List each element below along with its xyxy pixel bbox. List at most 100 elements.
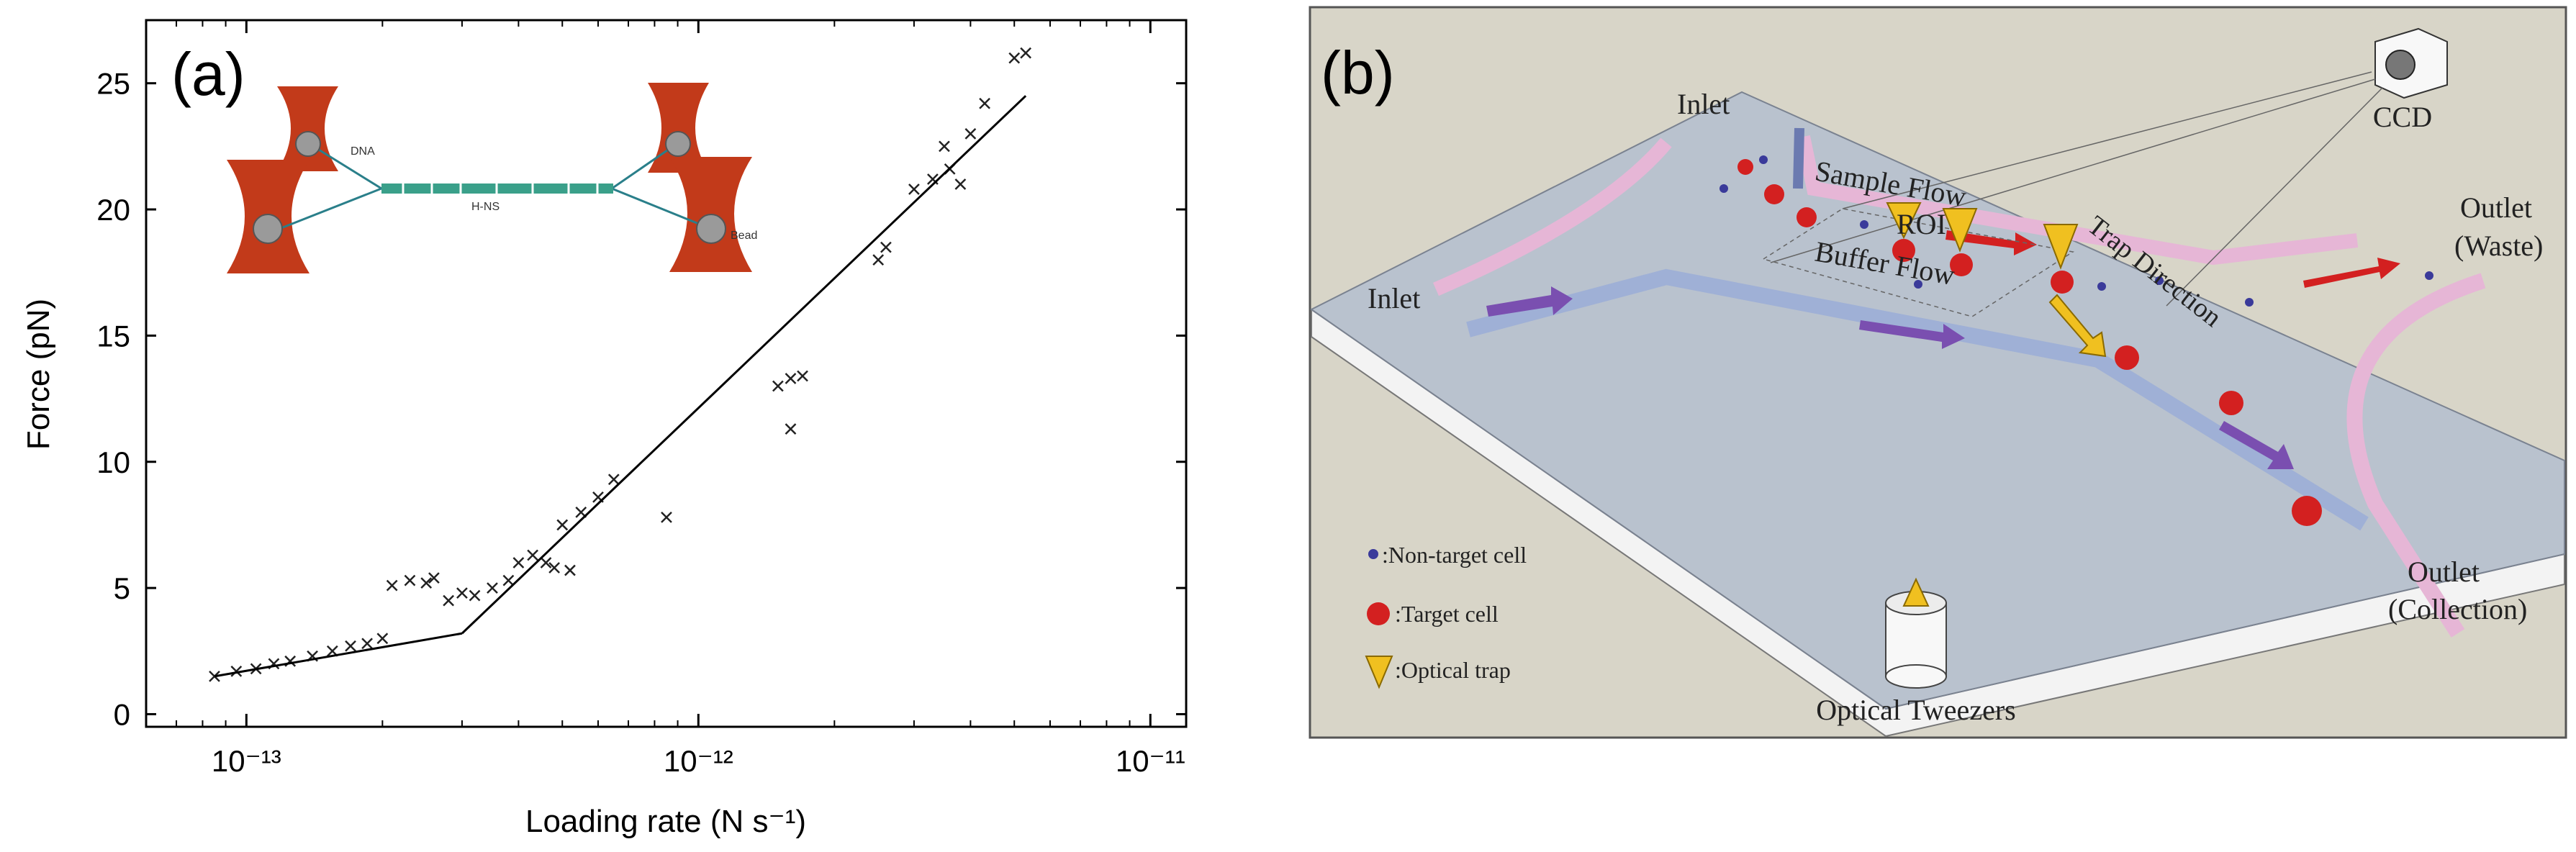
non-target-cell	[1860, 220, 1868, 229]
x-tick-label: 10⁻¹³	[212, 744, 281, 778]
optical-trap-icon	[2043, 224, 2079, 270]
data-point	[404, 574, 416, 586]
y-tick-label: 10	[96, 445, 130, 479]
roi-label: ROI	[1897, 208, 1946, 240]
data-point	[797, 370, 808, 382]
ccd-camera	[1770, 27, 2448, 307]
legend-non-target-icon	[1368, 549, 1378, 559]
panel-a-label: (a)	[171, 40, 245, 108]
y-tick-label: 15	[96, 319, 130, 353]
outlet-waste-sublabel: (Waste)	[2454, 230, 2543, 262]
channel-network	[1433, 127, 2486, 638]
sample-channel	[1796, 135, 2359, 266]
legend-target-label: :Target cell	[1395, 601, 1499, 627]
inset-hns-label: H-NS	[471, 201, 500, 213]
laser-beam-left-upper	[277, 86, 338, 171]
x-axis-label: Loading rate (N s⁻¹)	[525, 804, 806, 839]
panel-b-label: (b)	[1321, 39, 1395, 106]
arrow-waste-red	[2303, 258, 2400, 288]
non-target-cell	[2155, 276, 2164, 285]
non-target-cell	[2425, 271, 2433, 280]
legend: :Non-target cell :Target cell :Optical t…	[1365, 542, 1527, 689]
legend-non-target-label: :Non-target cell	[1382, 542, 1527, 568]
legend-trap-label: :Optical trap	[1395, 657, 1511, 683]
non-target-cell	[1914, 280, 1922, 289]
fit-line	[461, 95, 1027, 635]
arrow-left-purple	[1486, 286, 1573, 317]
inlet-left-upper-channel	[1433, 137, 1672, 296]
target-cell	[1764, 184, 1784, 204]
camera-lens-icon	[2385, 50, 2415, 80]
x-tick-label: 10⁻¹¹	[1116, 744, 1185, 778]
data-point	[345, 640, 356, 652]
y-tick-label: 0	[114, 697, 130, 731]
data-point	[939, 140, 950, 153]
cells	[1719, 155, 2433, 526]
arrow-sample-red	[1945, 230, 2037, 255]
data-point	[376, 633, 389, 645]
fit-line	[214, 632, 463, 678]
target-cell	[1892, 239, 1915, 262]
y-tick-label: 25	[96, 67, 130, 101]
legend-trap-icon	[1365, 656, 1393, 689]
target-cell	[2115, 345, 2139, 370]
target-cell	[1797, 207, 1817, 227]
data-point	[548, 562, 561, 574]
data-point	[502, 574, 515, 586]
arrow-buffer-purple	[1859, 320, 1965, 349]
x-tick-label: 10⁻¹²	[664, 744, 733, 778]
target-cell	[2219, 391, 2243, 415]
data-point	[785, 373, 797, 384]
ccd-label: CCD	[2373, 101, 2432, 133]
data-point	[230, 665, 243, 677]
data-point	[661, 512, 672, 523]
y-tick-label: 5	[114, 571, 130, 605]
target-cell	[1950, 253, 1973, 276]
bead-right-lower	[696, 214, 726, 244]
non-target-cell	[2097, 282, 2106, 291]
data-point	[964, 127, 977, 140]
data-point	[880, 241, 892, 253]
optical-tweezers-device	[1885, 577, 1947, 689]
y-axis-label: Force (pN)	[21, 299, 56, 450]
data-point	[361, 638, 373, 650]
data-point	[386, 579, 398, 592]
outlet-waste-label: Outlet	[2460, 191, 2532, 224]
inlet-top-label: Inlet	[1677, 88, 1730, 120]
arrow-trap-yellow	[2048, 294, 2107, 358]
non-target-cell	[2245, 298, 2254, 307]
laser-beam-right-upper	[648, 83, 709, 173]
panel-b: (b) CCD	[1309, 6, 2567, 739]
non-target-cell	[1719, 184, 1728, 193]
data-point	[527, 549, 539, 561]
data-point	[512, 557, 525, 568]
data-point	[607, 473, 620, 486]
optical-trap-icon	[1886, 202, 1922, 240]
arrow-collection-purple	[2219, 421, 2294, 469]
data-point	[954, 178, 967, 190]
data-point	[979, 97, 990, 109]
inlet-left-label: Inlet	[1368, 282, 1420, 314]
optical-trap-icon	[1942, 208, 1978, 253]
data-point	[420, 577, 433, 589]
collection-channel	[2346, 273, 2486, 638]
outlet-collection-sublabel: (Collection)	[2388, 593, 2527, 625]
data-point	[785, 423, 797, 435]
bead-right-upper	[665, 131, 691, 157]
target-cell	[2292, 496, 2322, 526]
inset-trap-illustration: DNA H-NS Bead	[227, 83, 757, 273]
outlet-collection-label: Outlet	[2408, 556, 2480, 588]
data-point	[540, 557, 552, 568]
data-point	[428, 572, 440, 584]
data-point	[469, 589, 481, 602]
data-point	[487, 582, 498, 594]
data-point	[456, 587, 468, 599]
chip-top-surface	[1310, 91, 2565, 710]
data-point	[1020, 47, 1032, 59]
buffer-channel	[1466, 268, 2369, 531]
optical-tweezers-label: Optical Tweezers	[1816, 694, 2015, 726]
data-point	[564, 564, 576, 576]
optical-traps	[1886, 202, 2079, 270]
